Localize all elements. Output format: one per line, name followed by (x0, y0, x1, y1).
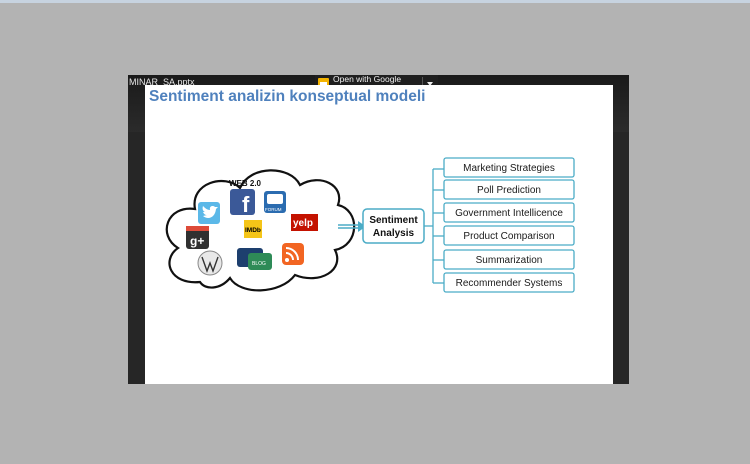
google-plus-icon: g+ (186, 226, 209, 249)
application-label: Recommender Systems (456, 278, 563, 289)
rss-icon (282, 243, 304, 265)
application-box-2: Poll Prediction (443, 179, 575, 200)
button-divider (422, 77, 423, 90)
center-label-line2: Analysis (373, 228, 415, 239)
forum-icon: FORUM (264, 191, 286, 213)
application-box-5: Summarization (443, 249, 575, 270)
sentiment-analysis-box: Sentiment Analysis (362, 208, 425, 244)
application-box-4: Product Comparison (443, 225, 575, 246)
branch-connector (424, 168, 444, 284)
center-label-line1: Sentiment (369, 215, 418, 226)
concept-diagram: WEB 2.0 f FORUM yelp g+ IMDb (165, 157, 575, 293)
blog-icon: BLOG (237, 248, 272, 270)
application-box-6: Recommender Systems (443, 272, 575, 293)
blog-icon-label: BLOG (252, 261, 266, 267)
chevron-down-icon[interactable] (427, 81, 433, 86)
slide-title: Sentiment analizin konseptual modeli (149, 88, 426, 105)
facebook-icon: f (230, 189, 255, 217)
application-label: Product Comparison (463, 231, 554, 242)
window-top-border (0, 0, 750, 3)
google-slides-icon (318, 77, 329, 90)
application-label: Poll Prediction (477, 185, 541, 196)
google-plus-label: g+ (190, 234, 204, 248)
application-label: Summarization (476, 255, 543, 266)
yelp-icon: yelp (291, 214, 318, 231)
application-box-3: Government Intellicence (443, 202, 575, 223)
application-label: Marketing Strategies (463, 163, 555, 174)
cloud-label: WEB 2.0 (229, 179, 262, 188)
imdb-icon: IMDb (244, 220, 262, 238)
wikipedia-icon (197, 250, 223, 276)
cloud-to-analysis-arrow (338, 221, 366, 232)
slide-canvas: Sentiment analizin konseptual modeli WEB… (145, 85, 613, 384)
file-name: MINAR_SA.pptx (129, 77, 195, 87)
svg-text:f: f (242, 192, 250, 217)
application-box-1: Marketing Strategies (443, 157, 575, 178)
application-label: Government Intellicence (455, 208, 563, 219)
yelp-icon-label: yelp (293, 218, 313, 229)
twitter-icon (198, 202, 220, 224)
imdb-icon-label: IMDb (245, 227, 261, 234)
forum-icon-label: FORUM (265, 207, 282, 212)
